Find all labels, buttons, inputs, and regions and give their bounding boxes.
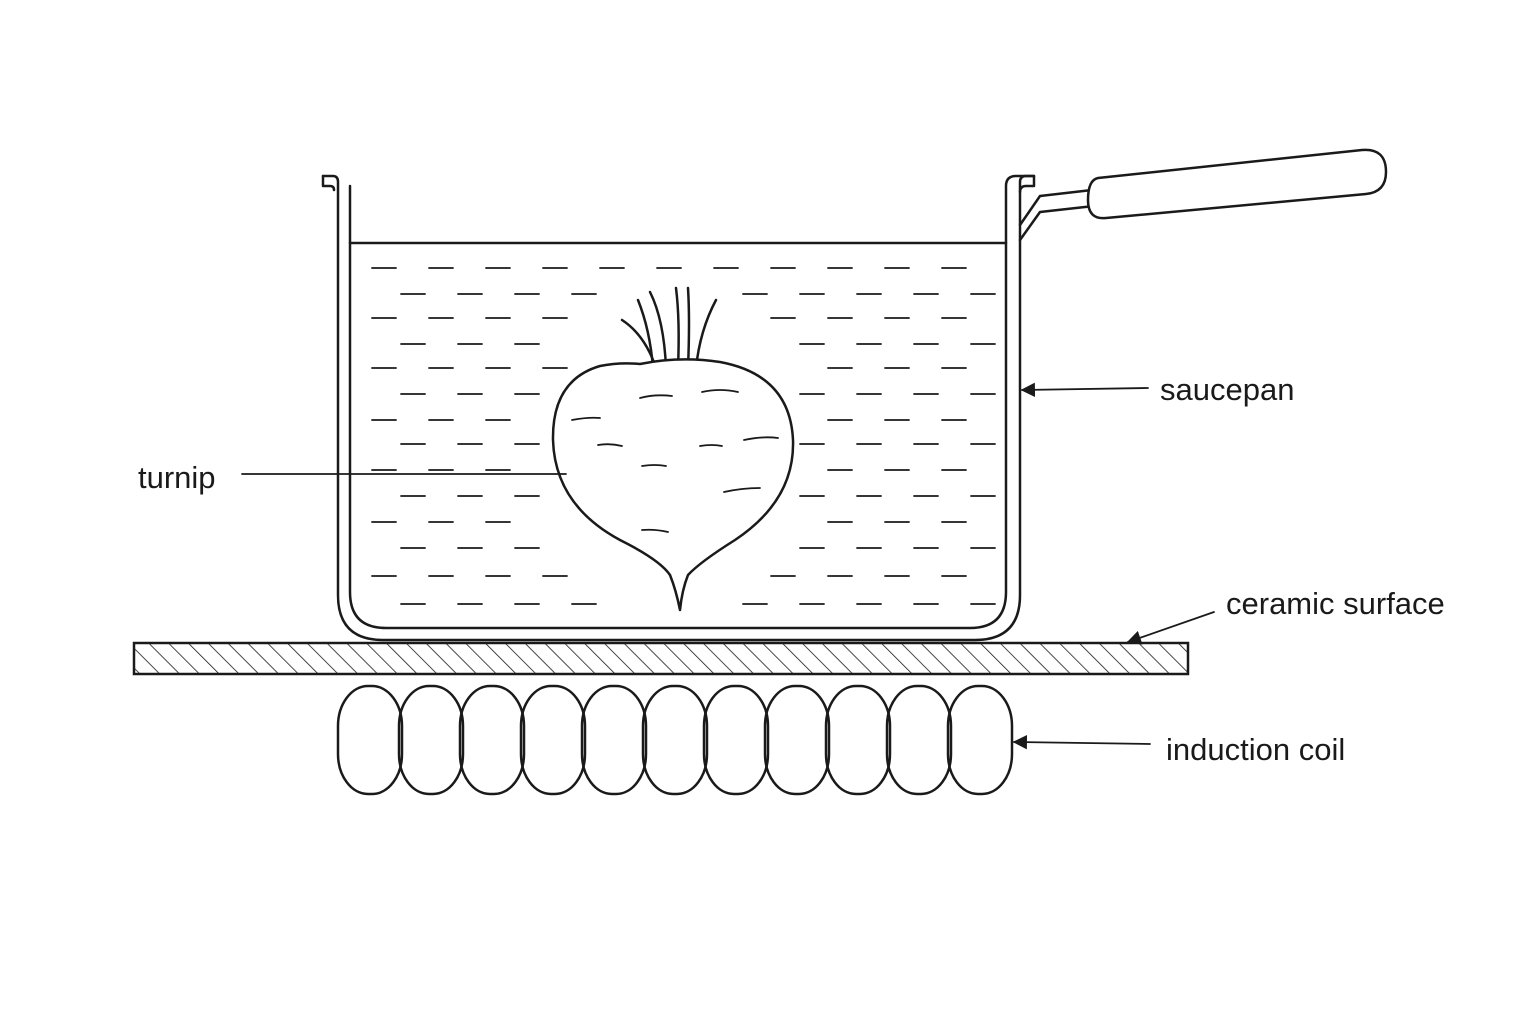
turnip-stem-4 [686,286,691,370]
turnip-body [551,358,795,612]
coil-loop [519,684,587,796]
coil-loop [336,684,404,796]
ceramic-surface-leader-line [1126,611,1215,645]
coil-loop [885,684,953,796]
ceramic-surface-label: ceramic surface [1226,586,1445,621]
turnip-stem-1 [636,298,655,370]
saucepan-handle [1086,148,1388,220]
coil-loop [946,684,1014,796]
saucepan-handle-bracket [1018,188,1096,242]
water-surface-dashes [371,267,996,605]
coil-loop [397,684,465,796]
coil-loop [641,684,709,796]
turnip-label: turnip [138,460,216,495]
coil-loop [580,684,648,796]
saucepan-label: saucepan [1160,372,1294,407]
saucepan-body [321,174,1036,642]
induction-coil-illustration [336,684,1014,796]
turnip-illustration [551,286,795,612]
induction-coil-label: induction coil [1166,732,1345,767]
turnip-stem-3 [674,286,680,370]
coil-loop [458,684,526,796]
coil-loop [702,684,770,796]
coil-loop [763,684,831,796]
coil-loop [824,684,892,796]
induction-coil-leader-line [1012,734,1151,750]
ceramic-surface [132,641,1190,676]
turnip-stem-right [694,298,718,370]
saucepan-inner-wall [321,174,1036,630]
saucepan-leader-line [1020,382,1149,397]
